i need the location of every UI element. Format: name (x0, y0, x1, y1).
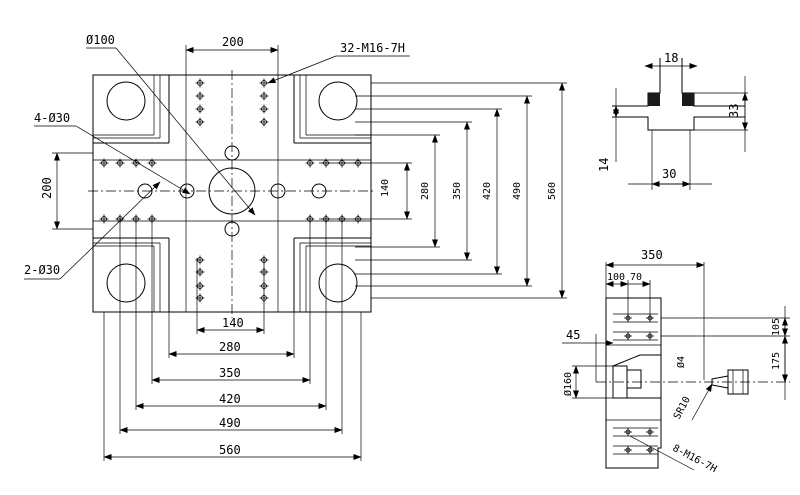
dim-slot-14: 14 (597, 158, 611, 172)
label-2d30: 2-Ø30 (24, 263, 60, 277)
svg-text:140: 140 (380, 179, 391, 197)
label-side-8m16: 8-M16-7H (671, 443, 719, 475)
svg-text:490: 490 (219, 416, 241, 430)
label-side-sr10: SR10 (672, 395, 693, 421)
slot-paint-left (648, 93, 660, 106)
dim-slot-30: 30 (662, 167, 676, 181)
label-4d30: 4-Ø30 (34, 111, 70, 125)
platen-plan-view: 200 Ø100 32-M16-7H 4-Ø30 2-Ø30 200 140 (24, 33, 567, 461)
corner-hole-top-left (106, 81, 146, 121)
dim-side-350: 350 (641, 248, 663, 262)
svg-text:350: 350 (219, 366, 241, 380)
svg-text:560: 560 (547, 182, 558, 200)
label-d100: Ø100 (86, 33, 115, 47)
side-view: 350 100 70 45 Ø160 105 175 Ø4 SR10 8-M16… (562, 248, 790, 475)
right-vertical-dims: 140 280 350 420 490 560 (319, 82, 567, 299)
corner-hole-bottom-left (106, 263, 146, 303)
bottom-horizontal-dims: 140 280 350 420 490 560 (103, 215, 362, 461)
corner-hole-bottom-right (318, 263, 358, 303)
svg-text:280: 280 (420, 182, 431, 200)
dim-slot-18: 18 (664, 51, 678, 65)
side-threaded-holes (624, 314, 654, 454)
slot-paint-right (682, 93, 694, 106)
svg-text:490: 490 (512, 182, 523, 200)
corner-hole-top-right (318, 81, 358, 121)
dim-side-100: 100 (607, 272, 625, 283)
side-outline (605, 297, 662, 469)
dim-slot-33: 33 (727, 104, 741, 118)
svg-text:420: 420 (482, 182, 493, 200)
t-slot-section: 18 33 14 30 (597, 51, 748, 190)
dim-side-d160: Ø160 (562, 372, 574, 396)
svg-text:420: 420 (219, 392, 241, 406)
svg-text:560: 560 (219, 443, 241, 457)
dim-side-45: 45 (566, 328, 580, 342)
label-side-d4: Ø4 (675, 356, 687, 368)
dim-left-200: 200 (40, 177, 54, 199)
dim-side-105: 105 (771, 318, 782, 336)
svg-text:140: 140 (222, 316, 244, 330)
dim-top-200: 200 (222, 35, 244, 49)
label-threads: 32-M16-7H (340, 41, 405, 55)
svg-text:350: 350 (452, 182, 463, 200)
dim-side-70: 70 (630, 272, 642, 283)
dim-side-175: 175 (771, 352, 782, 370)
svg-text:280: 280 (219, 340, 241, 354)
